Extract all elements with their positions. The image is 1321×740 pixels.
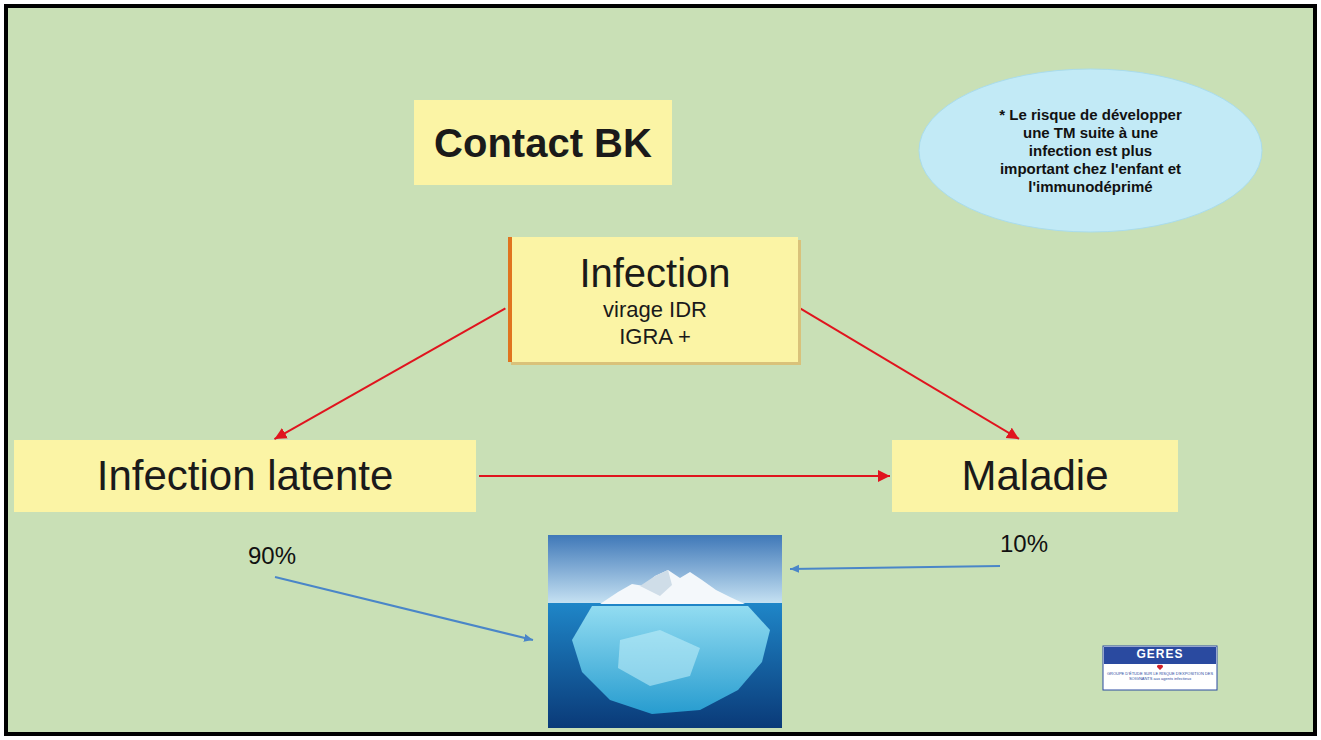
iceberg-picture bbox=[548, 535, 782, 728]
node-title: Infection bbox=[579, 249, 730, 297]
node-text: virage IDR bbox=[603, 297, 707, 323]
arrow-connector bbox=[801, 309, 1019, 439]
arrow-connector bbox=[479, 475, 890, 477]
logo-subtext: GROUPE D'ÉTUDE SUR LE RISQUE D'EXPOSITIO… bbox=[1106, 672, 1214, 681]
note-ellipse: * Le risque de développer une TM suite à… bbox=[918, 68, 1263, 233]
process-box: Maladie bbox=[892, 440, 1178, 512]
node-title: Contact BK bbox=[434, 119, 652, 167]
logo bbox=[1103, 646, 1217, 690]
process-box: Infectionvirage IDRIGRA + bbox=[508, 237, 798, 362]
node-title: Maladie bbox=[961, 451, 1108, 501]
leader-line bbox=[790, 566, 1000, 569]
percentage-label: 10% bbox=[1000, 530, 1048, 558]
node-title: * Le risque de développer une TM suite à… bbox=[996, 106, 1186, 196]
node-title: Infection latente bbox=[97, 451, 394, 501]
percentage-label: 90% bbox=[248, 542, 296, 570]
process-box: Infection latente bbox=[14, 440, 476, 512]
leader-line bbox=[275, 577, 533, 640]
node-text: IGRA + bbox=[619, 324, 691, 350]
arrow-connector bbox=[274, 308, 505, 439]
logo-text: GERES bbox=[1106, 648, 1214, 662]
title-box: Contact BK bbox=[414, 100, 672, 185]
